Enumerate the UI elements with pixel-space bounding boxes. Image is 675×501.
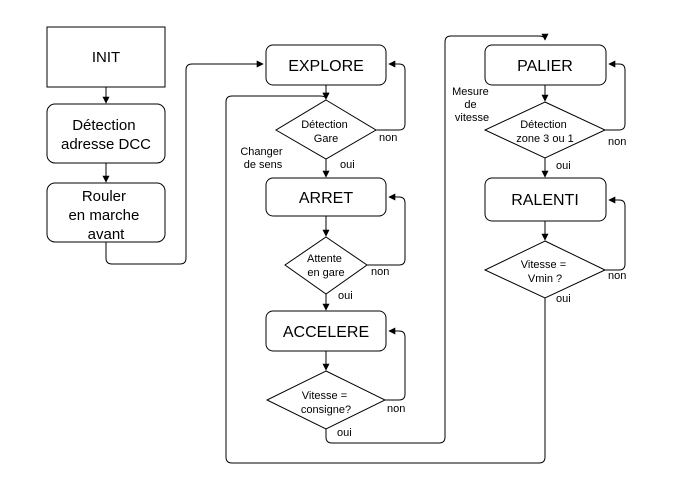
edge-detection-gare-non-loop bbox=[376, 60, 406, 131]
init-label: INIT bbox=[92, 49, 120, 66]
node-arret: ARRET bbox=[265, 177, 387, 217]
rouler-label: Rouler en marche avant bbox=[68, 188, 143, 243]
ralenti-label: RALENTI bbox=[511, 192, 579, 209]
node-vitesse-vmin: Vitesse = Vmin ? bbox=[483, 240, 607, 299]
edge-labels: non oui Changer de sens non oui non oui … bbox=[240, 86, 626, 439]
node-attente-gare: Attente en gare bbox=[284, 236, 368, 295]
node-palier: PALIER bbox=[484, 44, 607, 86]
attente-non-label: non bbox=[371, 266, 389, 278]
arret-label: ARRET bbox=[299, 190, 353, 207]
node-accelere: ACCELERE bbox=[265, 310, 387, 352]
node-vitesse-consigne: Vitesse = consigne? bbox=[265, 370, 387, 430]
accelere-label: ACCELERE bbox=[283, 324, 369, 341]
vitesse-consigne-non-label: non bbox=[387, 403, 405, 415]
explore-label: EXPLORE bbox=[288, 58, 364, 75]
node-detection-dcc: Détection adresse DCC bbox=[46, 103, 166, 164]
detection-gare-oui-label: oui bbox=[340, 159, 355, 171]
arret-box bbox=[265, 177, 387, 217]
edges bbox=[102, 33, 626, 464]
ralenti-box bbox=[484, 177, 607, 222]
explore-box bbox=[265, 44, 387, 86]
attente-oui-label: oui bbox=[338, 290, 353, 302]
edge-vitesse-consigne-to-palier bbox=[325, 33, 549, 444]
palier-label: PALIER bbox=[517, 58, 573, 75]
vitesse-vmin-label: Vitesse = Vmin ? bbox=[521, 259, 569, 285]
vitesse-consigne-oui-label: oui bbox=[337, 427, 352, 439]
vitesse-vmin-oui-label: oui bbox=[556, 293, 571, 305]
node-rouler: Rouler en marche avant bbox=[46, 182, 166, 243]
init-box bbox=[46, 26, 166, 88]
edge-vitesse-vmin-to-explore bbox=[225, 92, 546, 464]
vitesse-vmin-diamond bbox=[483, 240, 607, 299]
vitesse-vmin-non-label: non bbox=[608, 270, 626, 282]
attente-gare-label: Attente en gare bbox=[307, 253, 345, 279]
detection-gare-diamond bbox=[275, 99, 377, 160]
attente-gare-diamond bbox=[284, 236, 368, 295]
edge-rouler-to-explore bbox=[105, 60, 264, 265]
detection-zone-label: Détection zone 3 ou 1 bbox=[516, 119, 574, 145]
edge-detection-zone-non-loop bbox=[605, 60, 626, 131]
detection-dcc-box bbox=[46, 103, 166, 164]
detection-gare-non-label: non bbox=[379, 132, 397, 144]
detection-zone-oui-label: oui bbox=[556, 160, 571, 172]
changer-sens-label: Changer de sens bbox=[240, 146, 285, 171]
vitesse-consigne-diamond bbox=[265, 370, 387, 430]
detection-gare-label: Détection Gare bbox=[301, 119, 351, 145]
node-detection-zone: Détection zone 3 ou 1 bbox=[483, 101, 607, 159]
edge-attente-non-loop bbox=[367, 193, 406, 266]
vitesse-consigne-label: Vitesse = consigne? bbox=[301, 390, 351, 416]
accelere-box bbox=[265, 310, 387, 352]
detection-zone-non-label: non bbox=[608, 136, 626, 148]
mesure-vitesse-label: Mesure de vitesse bbox=[452, 86, 492, 124]
detection-zone-diamond bbox=[483, 101, 607, 159]
node-explore: EXPLORE bbox=[265, 44, 387, 86]
edge-vitesse-vmin-non-loop bbox=[605, 196, 626, 271]
node-detection-gare: Détection Gare bbox=[275, 99, 377, 160]
node-ralenti: RALENTI bbox=[484, 177, 607, 222]
palier-box bbox=[484, 44, 607, 86]
rouler-box bbox=[46, 182, 166, 243]
detection-dcc-label: Détection adresse DCC bbox=[61, 117, 151, 153]
edge-vitesse-consigne-non-loop bbox=[385, 327, 406, 401]
node-init: INIT bbox=[46, 26, 166, 88]
